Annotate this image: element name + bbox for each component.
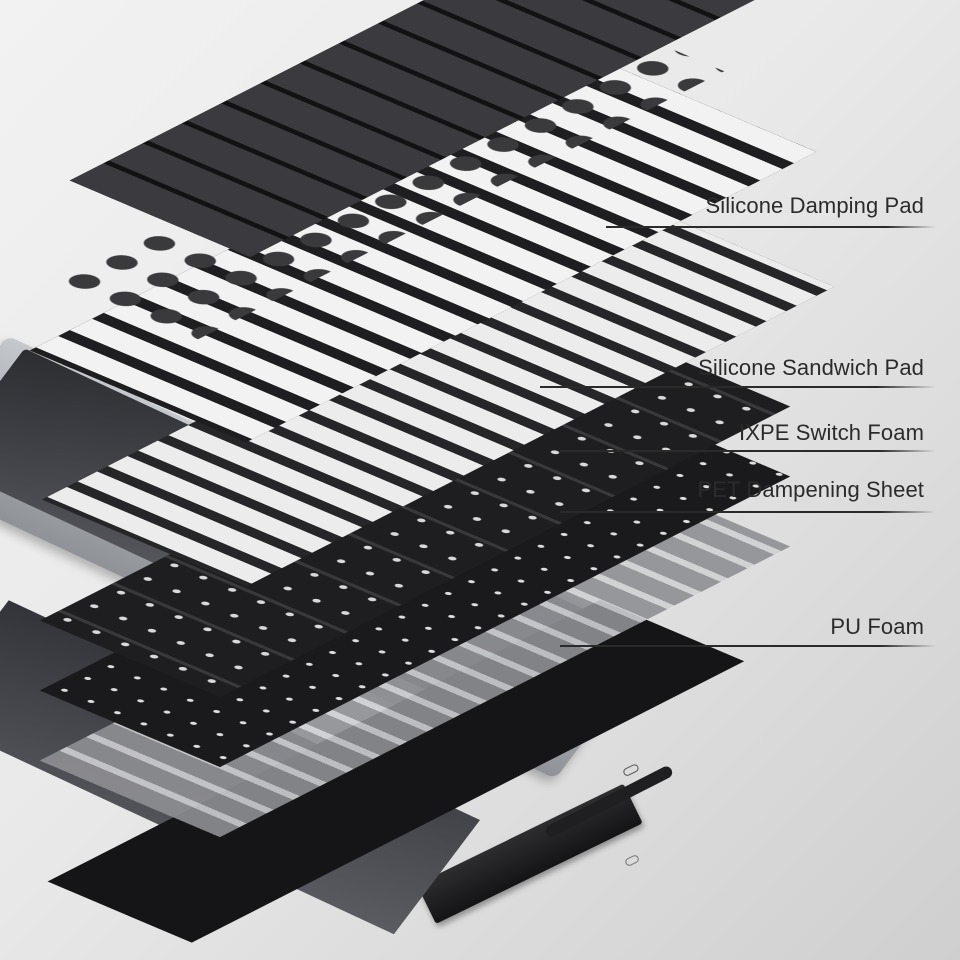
usb-c-port-icon	[624, 853, 641, 868]
label-silicone-damping-pad: Silicone Damping Pad	[705, 193, 924, 218]
leader-line	[540, 386, 936, 388]
label-pet-dampening-sheet: PET Dampening Sheet	[697, 477, 924, 502]
usb-c-port-icon	[622, 762, 640, 778]
leader-line	[560, 511, 936, 513]
label-pu-foam: PU Foam	[830, 614, 924, 639]
label-ixpe-switch-foam: IXPE Switch Foam	[739, 420, 924, 445]
label-silicone-sandwich-pad: Silicone Sandwich Pad	[698, 355, 924, 380]
leader-line	[560, 450, 936, 452]
leader-line	[560, 645, 936, 647]
leader-line	[606, 226, 936, 228]
